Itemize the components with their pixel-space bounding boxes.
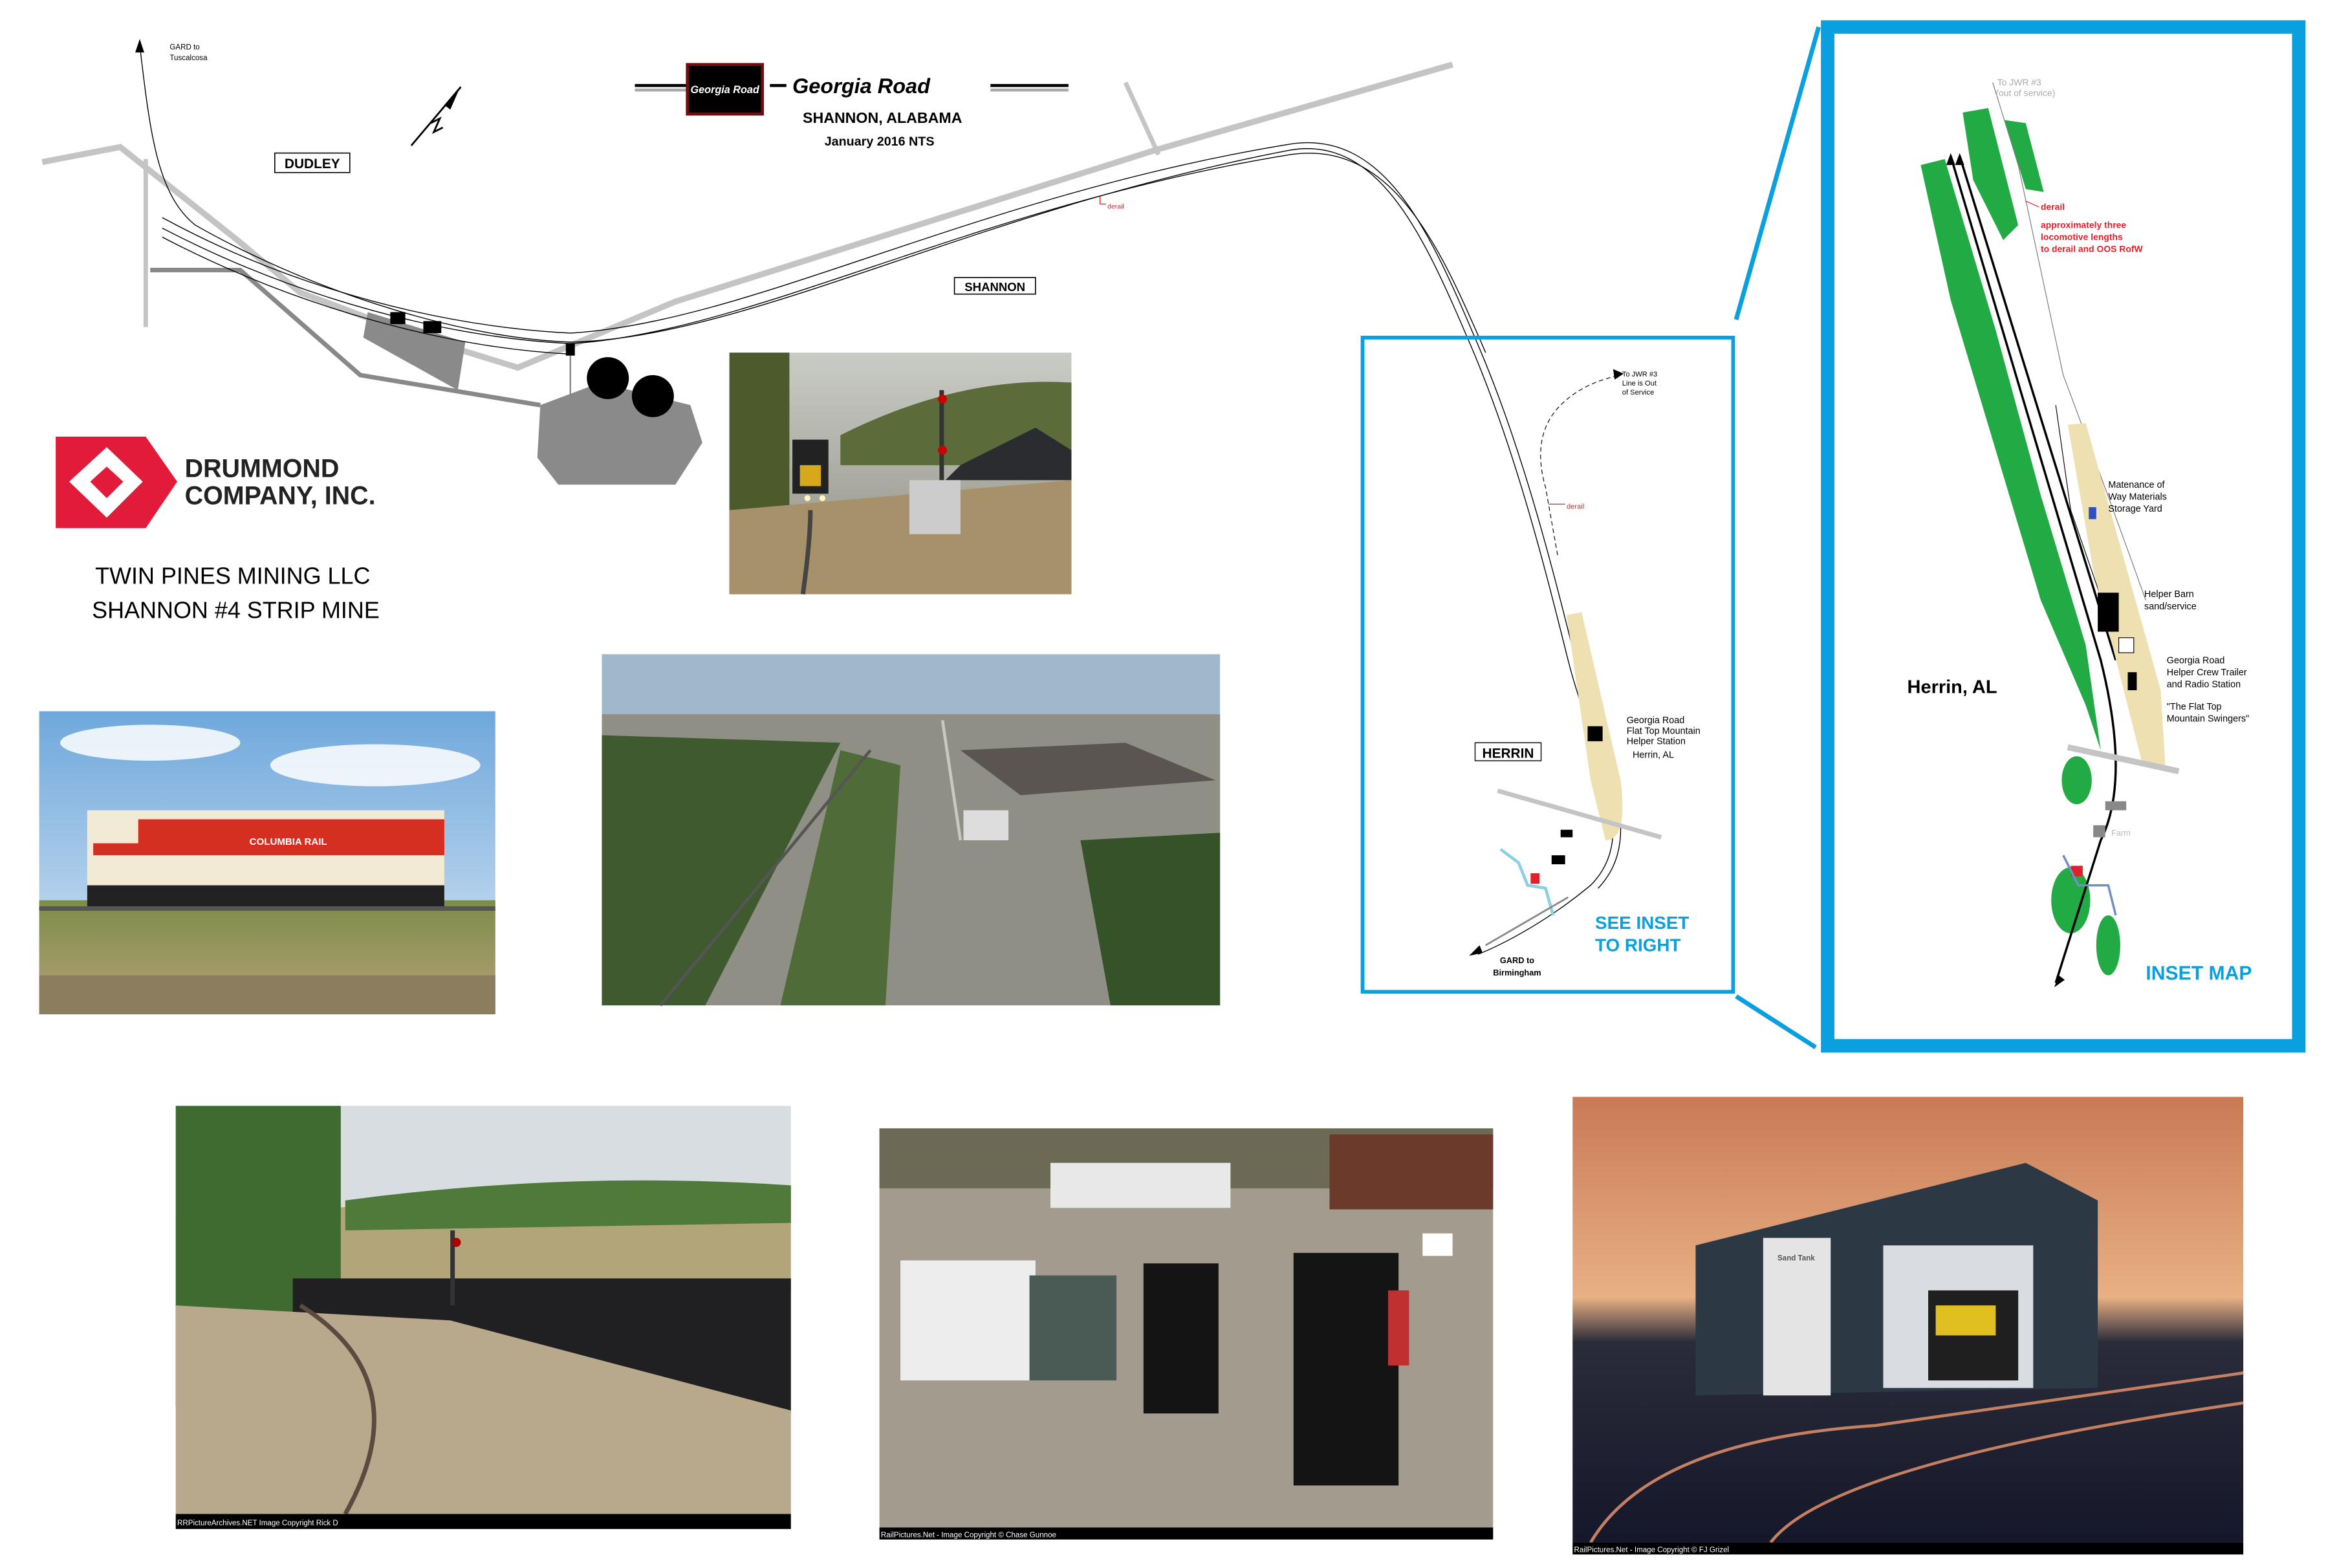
derail-note: to derail and OOS RofW (2041, 244, 2143, 254)
station-label-dudley: DUDLEY (285, 157, 340, 171)
inset-map: To JWR #3 (out of service) derail approx… (1821, 20, 2306, 1053)
gard-north-label: GARD to (169, 44, 199, 52)
arrow-icon (1955, 153, 1964, 166)
station-label: Flat Top Mountain (1627, 726, 1701, 736)
derail-note: locomotive lengths (2041, 232, 2123, 242)
sand-tank-sign: Sand Tank (1777, 1254, 1815, 1262)
jwr-label: of Service (1622, 389, 1654, 397)
helper-barn-label: sand/service (2144, 602, 2197, 612)
photo-credit: RailPictures.Net - Image Copyright © FJ … (1574, 1547, 1730, 1554)
crew-nickname: "The Flat Top (2167, 702, 2222, 712)
coal-stockpile-area (537, 382, 702, 485)
mine-haul-road (150, 268, 541, 408)
derail-label: derail (2041, 202, 2065, 212)
mow-yard-label: Way Materials (2108, 492, 2167, 502)
photo-credit: RailPictures.Net - Image Copyright © Cha… (881, 1531, 1056, 1539)
station-label: Georgia Road (1627, 715, 1685, 726)
derail-label: derail (1107, 203, 1124, 210)
mine-facility (363, 312, 466, 391)
coal-silo (631, 375, 674, 417)
logo-text: Georgia Road (690, 84, 759, 96)
helper-barn-label: Helper Barn (2144, 589, 2194, 600)
see-inset-note: SEE INSET (1595, 913, 1689, 933)
gard-south-label: GARD to (1500, 955, 1534, 965)
road (2067, 744, 2180, 774)
main-map: GARD to Tuscalcosa DUDLEY SHANNON derail (41, 39, 1622, 955)
georgia-road-header: Georgia Road Georgia Road SHANNON, ALABA… (635, 63, 1069, 149)
mow-yard-label: Storage Yard (2108, 504, 2162, 514)
jwr-label: To JWR #3 (1622, 371, 1657, 378)
inset-map-title: INSET MAP (2146, 963, 2252, 985)
jwr-label: To JWR #3 (1997, 77, 2041, 87)
derail-note: approximately three (2041, 220, 2126, 230)
arrow-icon (1613, 369, 1624, 380)
connector-line (1734, 26, 1821, 321)
header-title: Georgia Road (792, 74, 931, 98)
road (1497, 789, 1662, 840)
drummond-logo-line1: DRUMMOND (185, 455, 340, 483)
derail-label: derail (1567, 503, 1584, 510)
tree-line (1920, 108, 2120, 975)
see-inset-note: TO RIGHT (1595, 935, 1680, 955)
georgia-road-logo (686, 63, 764, 116)
gard-south-label: Birmingham (1493, 968, 1541, 977)
coal-silo (587, 357, 629, 400)
location-title: SHANNON, ALABAMA (803, 109, 962, 126)
station-label-herrin: HERRIN (1483, 746, 1534, 761)
loadout (565, 343, 575, 356)
photo-columbia-rail-locomotive: COLUMBIA RAIL (39, 711, 495, 1015)
locomotive-lettering: COLUMBIA RAIL (250, 836, 327, 847)
herrin-detail-map: To JWR #3 Line is Out of Service derail … (1360, 26, 1821, 1050)
crew-trailer-label: Georgia Road (2167, 655, 2225, 666)
station-label: Helper Station (1627, 737, 1686, 747)
crew-nickname: Mountain Swingers" (2167, 714, 2249, 724)
photo-strip-mine-aerial (602, 654, 1221, 1007)
photo-credit: RRPictureArchives.NET Image Copyright Ri… (177, 1519, 338, 1527)
road (1123, 82, 1161, 156)
date-scale-note: January 2016 NTS (825, 135, 935, 149)
photo-norfolk-southern-yard: RailPictures.Net - Image Copyright © Cha… (879, 1128, 1494, 1540)
arrow-icon (2054, 975, 2065, 988)
crew-trailer-label: and Radio Station (2167, 679, 2241, 690)
north-arrow-icon (410, 85, 462, 146)
photo-shannon-signal (729, 353, 1072, 595)
gard-north-label: Tuscalcosa (169, 54, 208, 62)
mine-subtitle: SHANNON #4 STRIP MINE (92, 597, 380, 624)
arrow-north-icon (135, 39, 144, 53)
mine-name: TWIN PINES MINING LLC (95, 562, 370, 589)
station-label: Herrin, AL (1633, 750, 1674, 760)
station-label-shannon: SHANNON (964, 280, 1025, 294)
mow-yard-label: Matenance of (2108, 480, 2165, 490)
photo-helper-barn-dusk: Sand Tank RailPictures.Net - Image Copyr… (1572, 1096, 2244, 1555)
jwr-label: Line is Out (1622, 380, 1657, 387)
drummond-logo-line2: COMPANY, INC. (185, 481, 376, 510)
jwr-label: (out of service) (1995, 87, 2055, 98)
drummond-logo: DRUMMOND COMPANY, INC. (56, 437, 376, 528)
arrow-icon (1946, 153, 1955, 166)
farm-label: Farm (2111, 828, 2131, 838)
photo-coal-train: RRPictureArchives.NET Image Copyright Ri… (175, 1105, 791, 1529)
arrow-icon (1469, 945, 1483, 956)
crew-trailer-label: Helper Crew Trailer (2167, 668, 2247, 678)
town-label: Herrin, AL (1908, 677, 1997, 698)
connector-line (1735, 994, 1817, 1050)
